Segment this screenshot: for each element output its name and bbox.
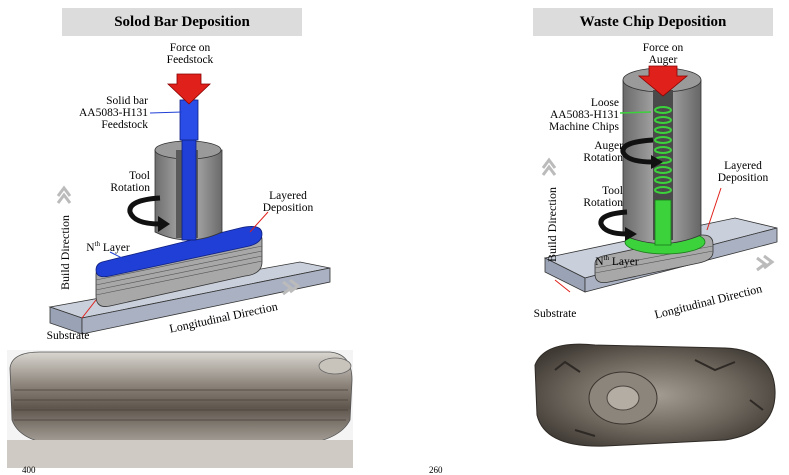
rotation-arrow-icon [127, 195, 161, 227]
panel-title: Solod Bar Deposition [62, 8, 302, 36]
nth-layer-label: Nth Layer [595, 254, 639, 268]
waste-chip-diagram [534, 65, 778, 447]
scale-number: 400 [22, 465, 36, 475]
deposited-chip-photo [534, 343, 776, 447]
force-arrow [637, 65, 689, 97]
build-direction-label: Build Direction [545, 187, 559, 262]
waste-chip-panel: Waste Chip Deposition [395, 0, 789, 475]
build-direction-chevrons [541, 157, 557, 176]
longitudinal-direction-chevrons [756, 254, 775, 272]
substrate-label: Substrate [533, 308, 577, 320]
substrate-label: Substrate [46, 330, 90, 342]
layered-deposition-stack [95, 226, 263, 307]
build-direction-chevrons [56, 185, 72, 204]
longitudinal-direction-chevrons [282, 278, 301, 296]
scale-number: 260 [429, 465, 443, 475]
nth-layer-label: Nth Layer [86, 240, 130, 254]
tool-rotation-arrow-icon [598, 209, 628, 237]
panel-title: Waste Chip Deposition [533, 8, 773, 36]
feedstock-bar [179, 99, 199, 241]
force-arrow [167, 73, 211, 105]
build-direction-label: Build Direction [58, 215, 72, 290]
auger-rotation-arrow-icon [620, 137, 654, 165]
deposited-bar-photo [7, 350, 353, 468]
auger-coil [654, 106, 672, 194]
solid-bar-diagram [7, 73, 353, 468]
solid-bar-panel: Solod Bar Deposition [0, 0, 394, 475]
